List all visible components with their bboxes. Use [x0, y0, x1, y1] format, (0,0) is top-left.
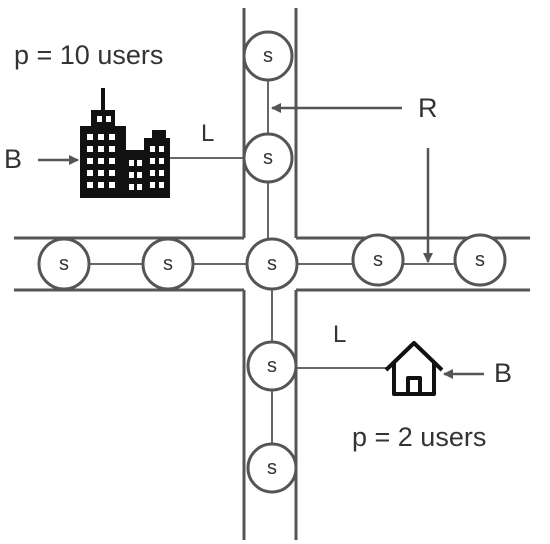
node-label: s [263, 147, 273, 169]
l-city-label: L [201, 120, 214, 147]
b-city-label: B [4, 144, 22, 174]
node-2: s [242, 132, 294, 184]
node-4: s [141, 237, 195, 291]
p-house-label: p = 2 users [352, 422, 486, 452]
roads [14, 8, 530, 540]
node-label: s [163, 253, 173, 275]
node-label: s [263, 45, 273, 67]
node-label: s [267, 355, 277, 377]
node-label: s [373, 249, 383, 271]
node-3: s [37, 237, 91, 291]
node-label: s [475, 249, 485, 271]
node-label: s [59, 253, 69, 275]
node-1: s [242, 30, 294, 82]
node-label: s [267, 457, 277, 479]
r-label: R [418, 93, 438, 123]
node-label: s [267, 253, 277, 275]
node-9: s [246, 442, 298, 494]
node-5: s [245, 237, 299, 291]
node-8: s [246, 340, 298, 392]
node-6: s [351, 233, 405, 287]
node-7: s [453, 233, 507, 287]
city-buildings-icon [80, 88, 170, 198]
house-icon [384, 341, 444, 396]
b-house-label: B [494, 358, 512, 388]
l-house-label: L [333, 321, 346, 348]
p-city-label: p = 10 users [14, 40, 163, 70]
